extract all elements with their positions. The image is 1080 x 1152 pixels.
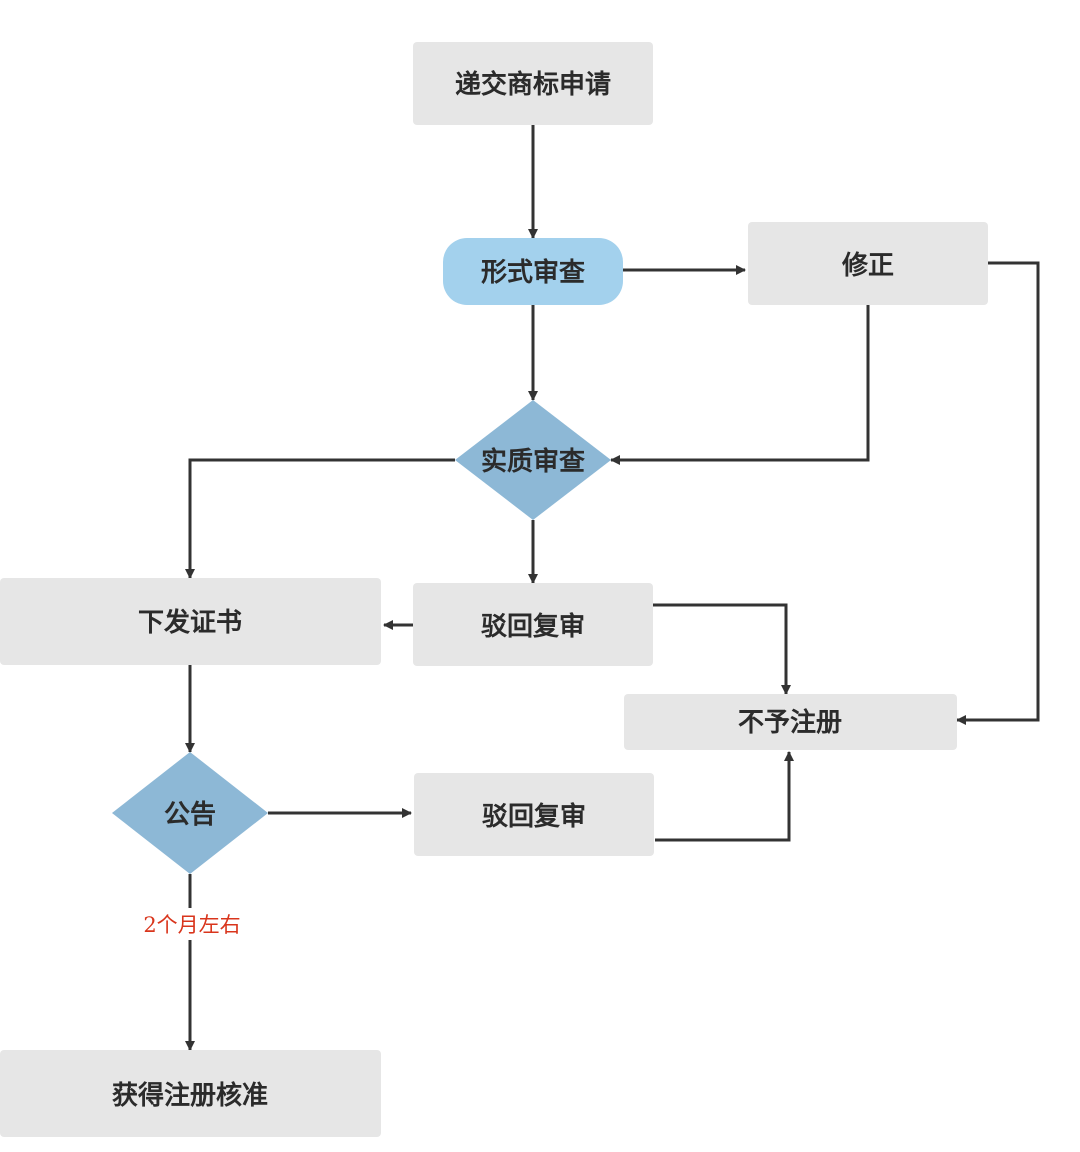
edge-note-background [133, 908, 251, 940]
edge-substantive-review-to-issue-certificate [185, 458, 455, 579]
node-reject-review-2: 驳回复审 [414, 773, 654, 856]
node-reject-review-1: 驳回复审 [413, 583, 653, 666]
node-formal-review-label: 形式审查 [481, 257, 585, 288]
edge-reject-review-1-to-not-registered [652, 603, 791, 695]
node-not-registered: 不予注册 [624, 694, 957, 750]
node-not-registered-label: 不予注册 [738, 707, 842, 738]
node-formal-review: 形式审查 [443, 238, 623, 305]
edge-correction-to-not-registered [956, 261, 1040, 725]
edge-label-2-months: 2个月左右 [143, 913, 240, 937]
node-correction-label: 修正 [841, 250, 894, 281]
node-announcement: 公告 [112, 752, 268, 874]
node-issue-certificate-label: 下发证书 [138, 607, 242, 638]
node-substantive-review: 实质审查 [455, 400, 611, 520]
node-submit-application: 递交商标申请 [413, 42, 653, 125]
node-correction: 修正 [748, 222, 988, 305]
node-reject-review-1-label: 驳回复审 [481, 611, 585, 642]
node-reject-review-2-label: 驳回复审 [482, 801, 586, 832]
node-announcement-label: 公告 [164, 800, 216, 830]
edge-reject-review-2-to-not-registered [655, 751, 794, 842]
edge-correction-to-substantive-review [610, 305, 870, 465]
node-submit-application-label: 递交商标申请 [455, 69, 611, 100]
node-registration-approved: 获得注册核准 [0, 1050, 381, 1137]
node-issue-certificate: 下发证书 [0, 578, 381, 665]
node-substantive-review-label: 实质审查 [481, 446, 585, 477]
node-registration-approved-label: 获得注册核准 [112, 1080, 268, 1111]
